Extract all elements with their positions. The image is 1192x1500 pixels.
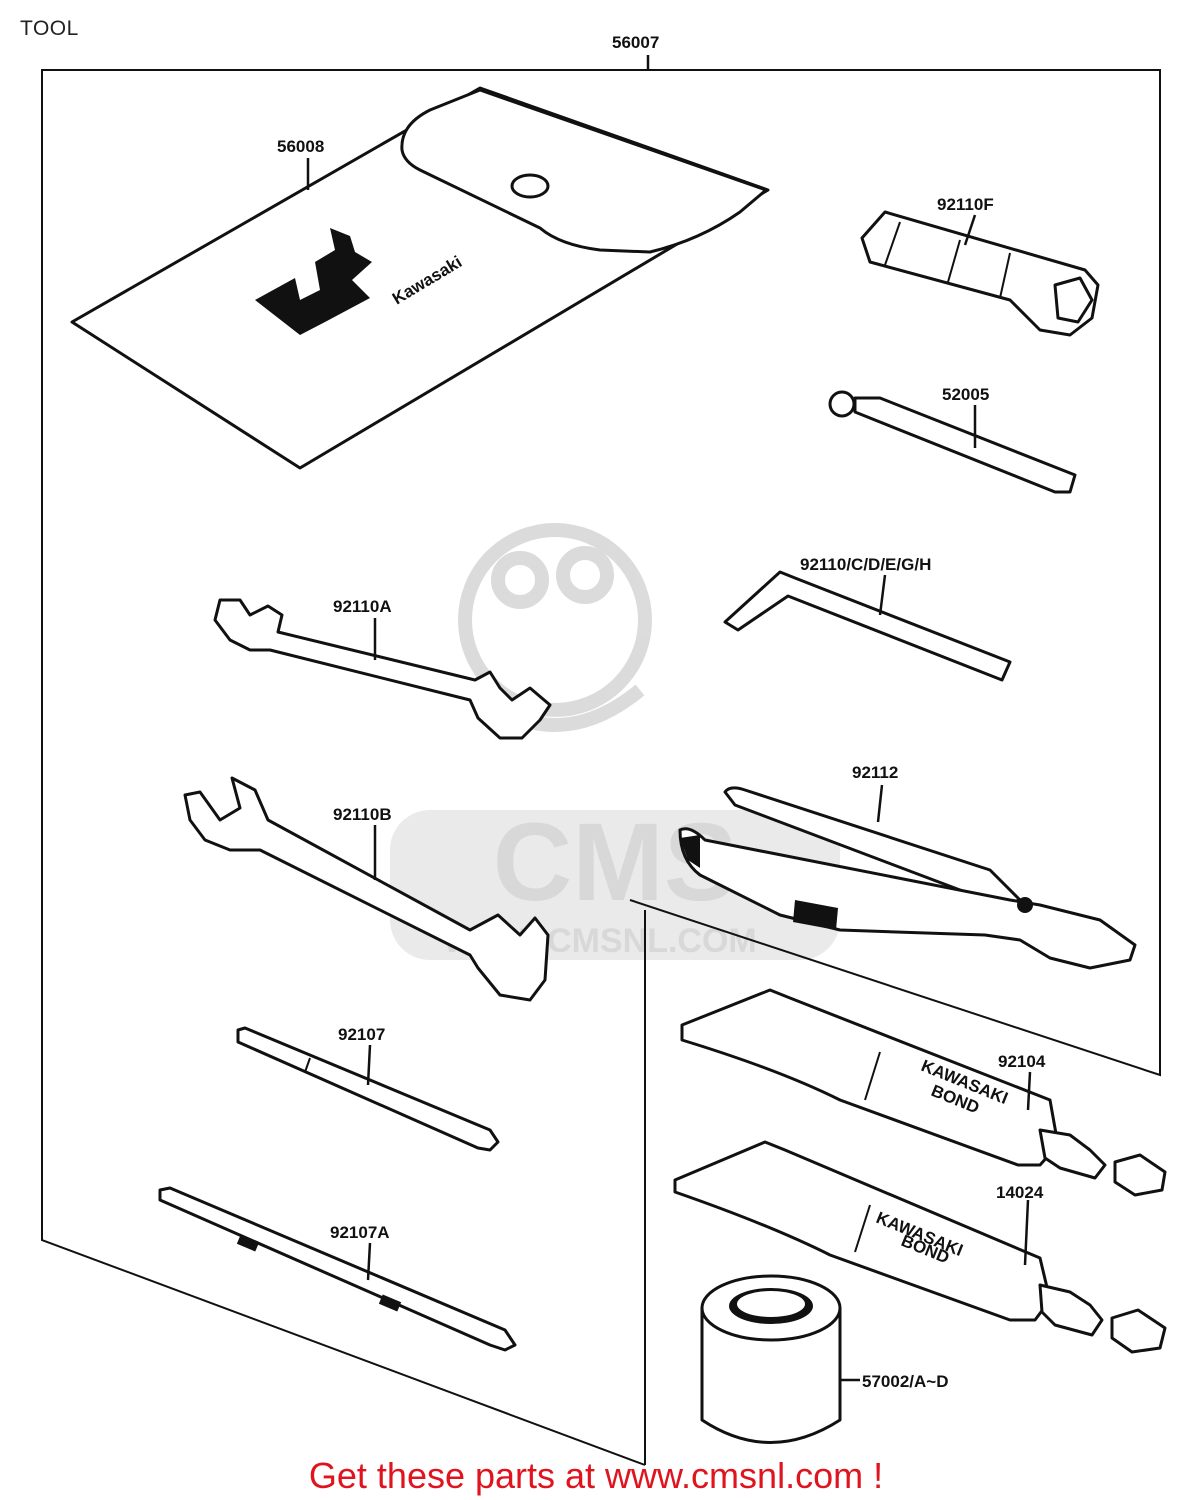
spark-plug-wrench — [860, 210, 1100, 337]
open-end-wrench-large — [183, 776, 550, 1002]
part-label: 92110B — [333, 805, 392, 824]
part-label: 14024 — [996, 1183, 1044, 1202]
part-label: 92110A — [333, 597, 392, 616]
kawasaki-logo-icon — [255, 228, 372, 335]
part-label: 92107A — [330, 1223, 390, 1242]
screwdriver-handle — [158, 1186, 517, 1352]
open-end-wrench-small — [213, 598, 552, 740]
kit-boundary — [41, 55, 1161, 1466]
part-label: 92107 — [338, 1025, 385, 1044]
screwdriver-bit — [236, 1026, 500, 1152]
kawasaki-bond-tube: KAWASAKI BOND — [680, 988, 1167, 1197]
pliers — [678, 784, 1137, 970]
part-label: 52005 — [942, 385, 989, 404]
kawasaki-bond-tube: KAWASAKI BOND — [673, 1140, 1167, 1354]
part-labels: 56007 56008 92110F 52005 92110/C/D/E/G/H… — [277, 33, 1046, 1391]
tool-pouch: Kawasaki — [70, 86, 770, 470]
part-label: 57002/A~D — [862, 1372, 948, 1391]
spoke-wrench — [828, 390, 1077, 494]
page-title: TOOL — [20, 17, 79, 40]
footer-link[interactable]: Get these parts at www.cmsnl.com ! — [308, 1455, 884, 1496]
hex-key-wrench — [723, 570, 1012, 682]
part-label: 56007 — [612, 33, 659, 52]
part-label: 92110F — [937, 195, 994, 214]
part-label: 92110/C/D/E/G/H — [800, 555, 931, 574]
part-label: 56008 — [277, 137, 324, 156]
part-label: 92104 — [998, 1052, 1046, 1071]
grease-can — [700, 1274, 860, 1444]
part-label: 92112 — [852, 763, 898, 782]
